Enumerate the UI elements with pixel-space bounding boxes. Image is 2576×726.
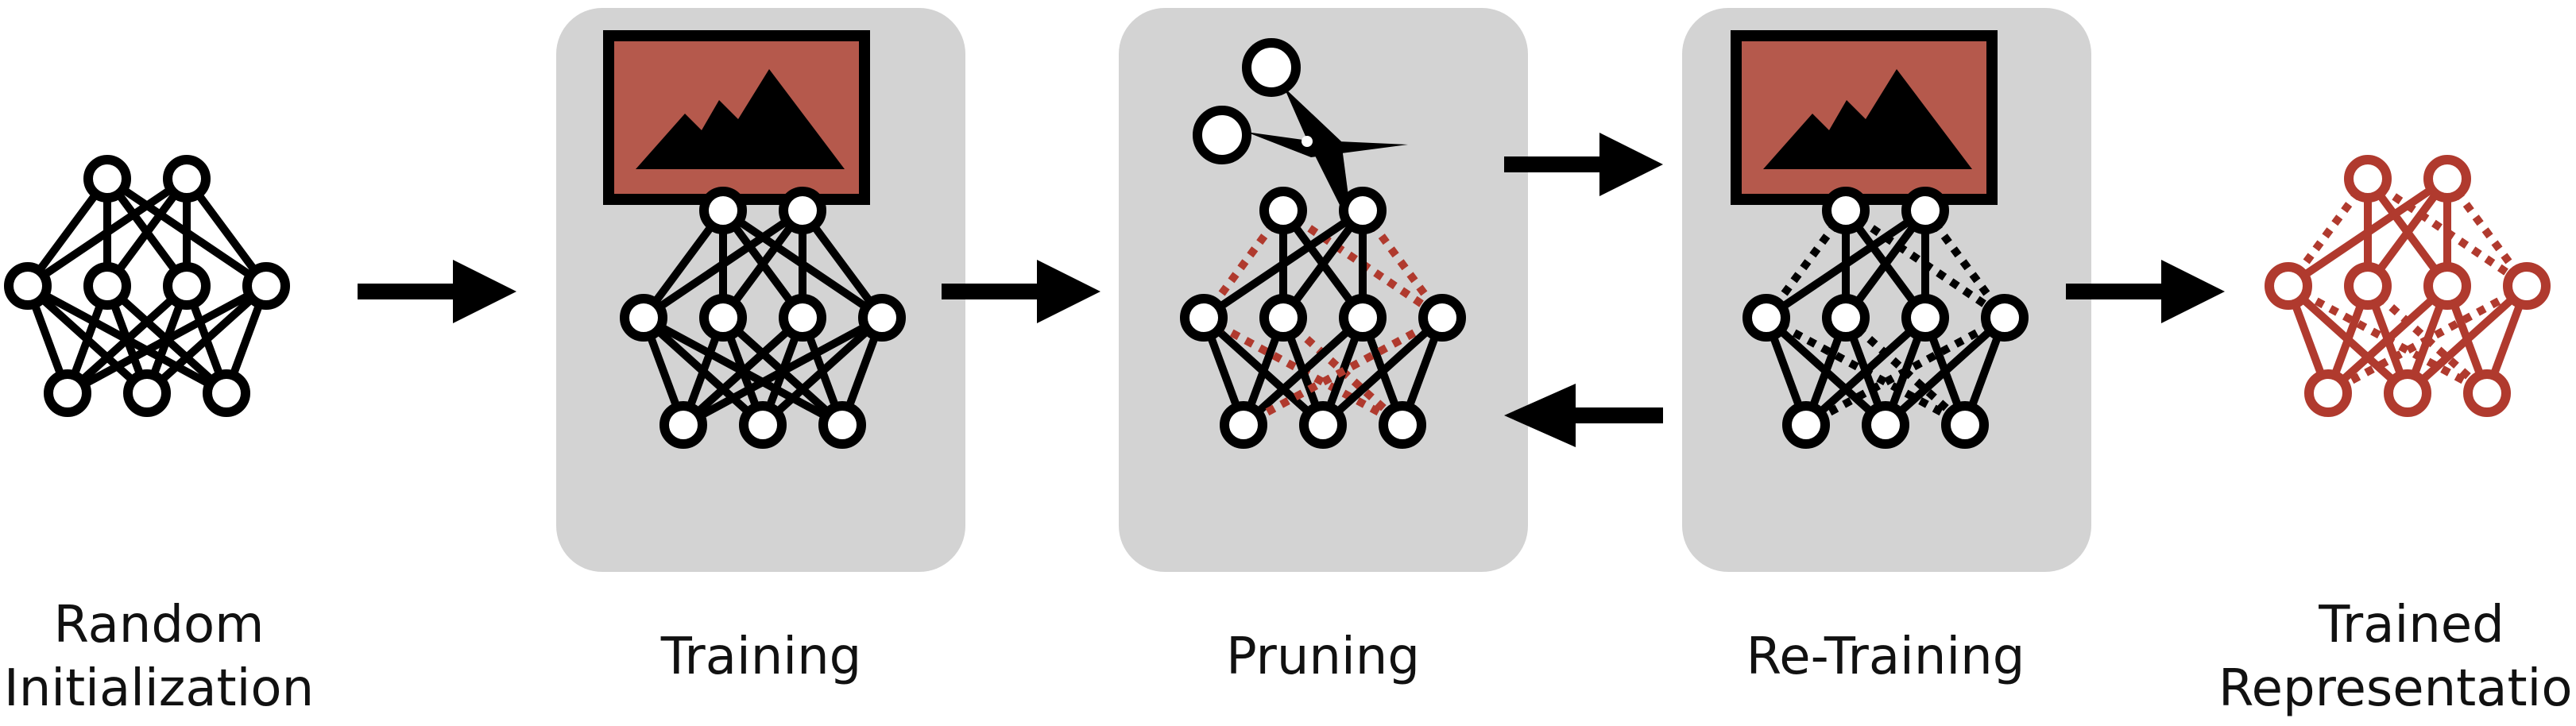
neural-network-icon: [620, 187, 906, 449]
neural-network-icon: [1742, 187, 2029, 449]
network-node: [1379, 401, 1426, 449]
network-node: [2344, 155, 2392, 203]
network-edge: [641, 207, 805, 322]
network-node: [1220, 401, 1267, 449]
network-node: [203, 369, 250, 417]
network-edge: [64, 283, 190, 396]
init-label-line1: Random: [54, 596, 265, 655]
network-edge: [1201, 207, 1365, 322]
network-edge: [25, 175, 189, 290]
neural-network-icon: [2265, 155, 2551, 417]
network-edge: [65, 282, 269, 397]
image-icon: [603, 30, 870, 205]
network-node: [1782, 401, 1830, 449]
network-node: [44, 369, 91, 417]
network-node: [2423, 155, 2471, 203]
network-edge: [760, 315, 885, 428]
network-edge: [1241, 314, 1445, 429]
training-label: Training: [660, 628, 862, 686]
network-node: [1339, 294, 1387, 342]
network-node: [1941, 401, 1989, 449]
network-edge: [680, 315, 806, 428]
network-node: [1742, 294, 1790, 342]
network-edge: [2325, 283, 2450, 396]
network-node: [1418, 294, 1466, 342]
trained-label-line1: Trained: [2318, 596, 2504, 655]
network-edge: [1882, 315, 2008, 428]
network-node: [620, 294, 667, 342]
arrow-right-icon: [2066, 260, 2225, 323]
network-edge: [681, 314, 884, 429]
arrow-right-icon: [358, 260, 516, 323]
network-node: [1180, 294, 1228, 342]
network-node: [1981, 294, 2029, 342]
init-label-line2: Initialization: [4, 659, 314, 718]
pruning-panel: [1119, 8, 1528, 572]
arrow-right-icon: [1504, 133, 1663, 196]
network-node: [1822, 294, 1870, 342]
network-node: [779, 294, 826, 342]
retraining-label: Re-Training: [1746, 628, 2025, 686]
scissors-icon: [1193, 38, 1408, 232]
arrow-right-icon: [942, 260, 1100, 323]
network-edge: [1804, 314, 2007, 429]
network-node: [2503, 262, 2551, 310]
trained-label-line2: Representation: [2218, 659, 2576, 718]
network-node: [163, 262, 211, 310]
network-node: [163, 155, 211, 203]
network-node: [1862, 401, 1909, 449]
network-edge: [1764, 207, 1928, 322]
network-node: [2265, 262, 2312, 310]
network-node: [242, 262, 290, 310]
network-edge: [1803, 315, 1928, 428]
network-node: [2384, 369, 2431, 417]
network-node: [818, 401, 866, 449]
network-node: [2304, 369, 2352, 417]
network-node: [699, 294, 747, 342]
network-node: [739, 401, 787, 449]
neural-network-icon: [4, 155, 290, 417]
network-node: [83, 155, 131, 203]
network-node: [83, 262, 131, 310]
network-node: [1822, 187, 1870, 234]
network-edge: [1320, 315, 1445, 428]
network-node: [1299, 401, 1347, 449]
network-node: [1259, 187, 1307, 234]
network-node: [1901, 187, 1949, 234]
network-edge: [2286, 175, 2450, 290]
network-node: [1339, 187, 1387, 234]
image-icon: [1731, 30, 1998, 205]
network-node: [2344, 262, 2392, 310]
arrow-left-icon: [1504, 384, 1663, 447]
network-node: [4, 262, 52, 310]
network-node: [123, 369, 171, 417]
network-node: [2423, 262, 2471, 310]
network-node: [2463, 369, 2511, 417]
network-edge: [2404, 283, 2530, 396]
network-node: [858, 294, 906, 342]
network-node: [659, 401, 707, 449]
network-edge: [2326, 282, 2529, 397]
network-node: [699, 187, 747, 234]
network-edge: [1240, 315, 1366, 428]
network-node: [1901, 294, 1949, 342]
network-node: [779, 187, 826, 234]
pruning-label: Pruning: [1226, 628, 1420, 686]
network-node: [1259, 294, 1307, 342]
network-edge: [144, 283, 269, 396]
neural-network-icon: [1180, 187, 1466, 449]
